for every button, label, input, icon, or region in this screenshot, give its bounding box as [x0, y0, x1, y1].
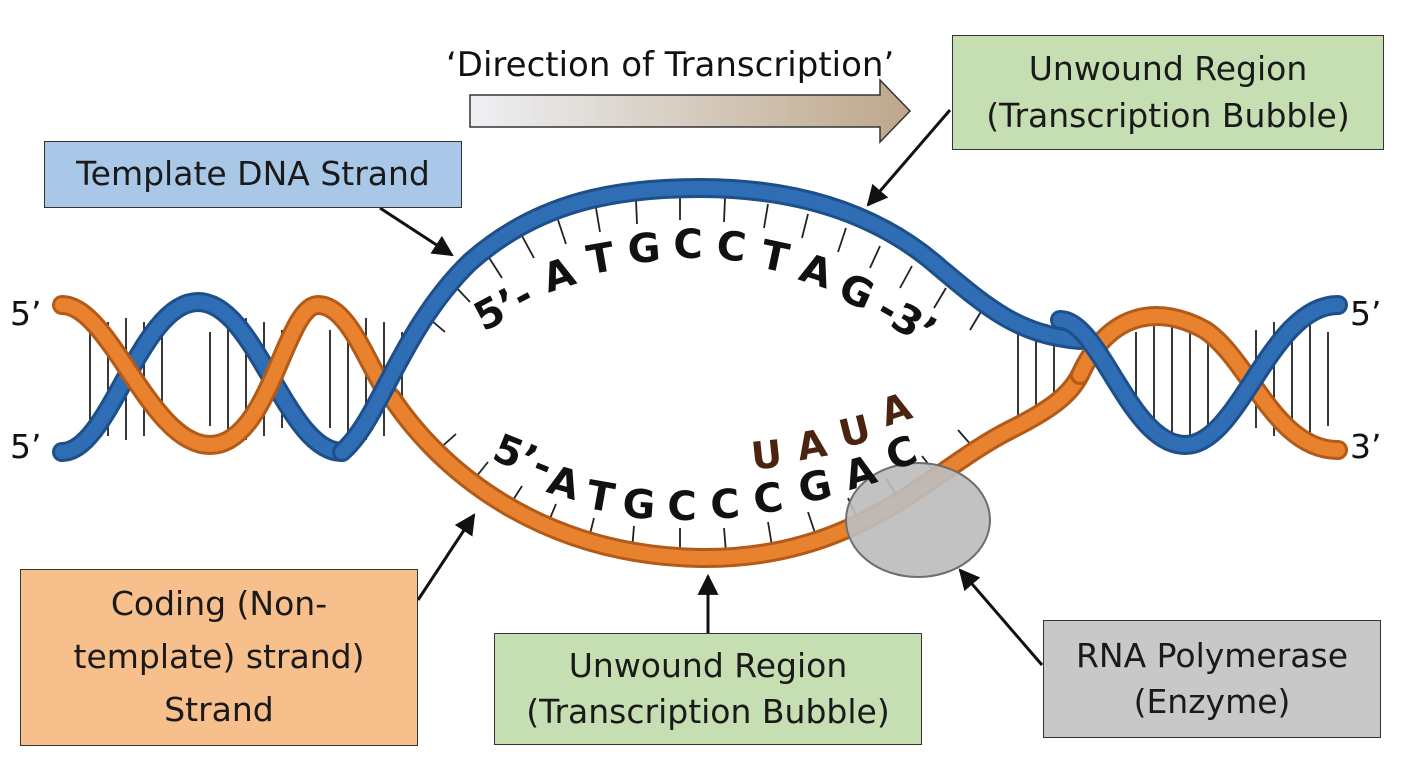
- rnapol-callout-arrow: [958, 568, 1044, 666]
- template-strand-bubble: [332, 177, 1090, 462]
- rna-base-2: U: [835, 406, 876, 456]
- template-base-2: T: [583, 234, 619, 284]
- template-base-5: C: [714, 223, 748, 272]
- coding-base-4: C: [667, 484, 696, 530]
- template-base-7: A: [794, 245, 838, 298]
- rna-base-1: A: [793, 421, 830, 470]
- template-base-0: 5’-: [467, 272, 541, 341]
- callout-arrows: [379, 109, 1044, 666]
- coding-strand-label: Coding (Non- template) strand) Strand: [20, 569, 418, 746]
- five-prime-end-bottom-left: 5’: [10, 427, 42, 466]
- coding-base-3: G: [621, 481, 657, 529]
- template-base-9: -3’: [869, 286, 944, 356]
- template-callout-arrow: [379, 206, 454, 257]
- rna-base-3: A: [875, 384, 917, 435]
- rna-polymerase-label: RNA Polymerase (Enzyme): [1043, 620, 1381, 738]
- three-prime-end-bottom-right: 3’: [1350, 427, 1382, 466]
- coding-base-6: C: [750, 474, 785, 524]
- template-base-1: A: [537, 249, 581, 302]
- direction-arrow: [469, 78, 912, 144]
- unwound-top-callout-arrow: [866, 109, 952, 207]
- rna-polymerase-shape: [845, 462, 991, 578]
- template-base-8: G: [832, 264, 881, 319]
- direction-of-transcription-label: ‘Direction of Transcription’: [446, 45, 895, 85]
- template-base-4: C: [673, 222, 702, 268]
- coding-base-5: C: [709, 481, 741, 529]
- template-base-3: G: [626, 225, 662, 273]
- coding-callout-arrow: [416, 513, 476, 601]
- template-base-6: T: [757, 232, 794, 283]
- unwound-region-label-top: Unwound Region (Transcription Bubble): [952, 35, 1384, 150]
- coding-base-2: T: [583, 472, 619, 522]
- five-prime-end-top-right: 5’: [1350, 294, 1382, 333]
- template-base-stubs: [424, 196, 983, 333]
- rna-base-0: U: [749, 432, 784, 479]
- five-prime-end-top-left: 5’: [10, 294, 42, 333]
- template-strand-label: Template DNA Strand: [44, 141, 462, 208]
- template-sequence: 5’- A T G C C T A G -3’: [467, 222, 944, 356]
- unwound-region-label-bottom: Unwound Region (Transcription Bubble): [494, 633, 922, 745]
